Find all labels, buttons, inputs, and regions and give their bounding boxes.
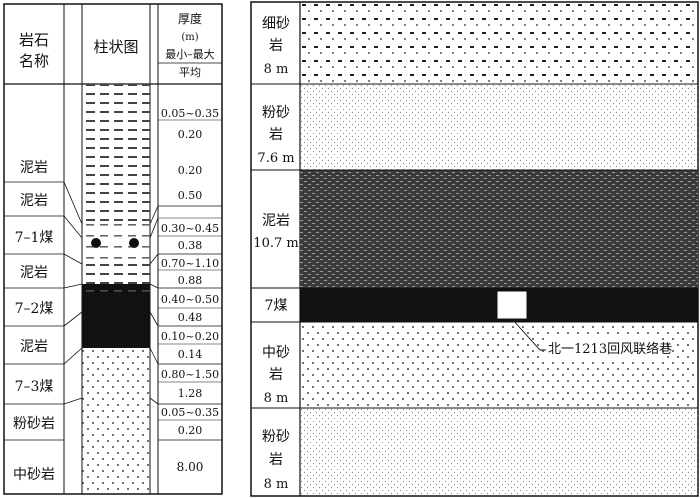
header-column: 柱状图	[93, 38, 138, 56]
header-rock-line2: 名称	[19, 52, 49, 70]
coal-nodule	[91, 238, 101, 248]
layer-label: 岩	[269, 38, 283, 54]
thickness-cells: 0.05~0.35 0.20 0.20 0.50 0.30~0.45 0.38 …	[158, 107, 222, 474]
rock-label: 泥岩	[20, 265, 48, 281]
thickness-range: 0.05~0.35	[161, 406, 219, 419]
layer-label: 泥岩	[262, 213, 290, 229]
thickness-range: 0.30~0.45	[161, 222, 219, 235]
left-connector-lines	[63, 181, 159, 405]
header-rock-line1: 岩石	[19, 31, 49, 49]
left-stratigraphic-table: 岩石 名称 柱状图 厚度 (m) 最小–最大 平均	[3, 3, 223, 495]
thickness-avg: 0.20	[178, 128, 203, 141]
right-section-view: 北一1213回风联络巷 细砂 岩 8 m 粉砂 岩 7.6 m 泥岩 10.7 …	[250, 1, 699, 497]
layer-label: 岩	[269, 367, 283, 383]
thickness-range: 0.70~1.10	[161, 257, 219, 270]
fine-sandstone-fill	[300, 2, 698, 84]
siltstone-upper-fill	[300, 84, 698, 170]
layer-label: 细砂	[262, 16, 290, 32]
rock-label: 泥岩	[20, 160, 48, 176]
header-thickness-line2: (m)	[181, 32, 198, 43]
medium-sandstone-fill	[82, 398, 150, 494]
mudstone-middle-fill	[82, 264, 150, 284]
layer-thickness: 8 m	[264, 62, 289, 77]
layer-label: 7煤	[265, 298, 288, 314]
rock-label: 7–1煤	[15, 230, 54, 246]
layer-label: 中砂	[262, 345, 290, 361]
coal-nodule	[129, 238, 139, 248]
thickness-range: 0.80~1.50	[161, 368, 219, 381]
right-layer-labels: 细砂 岩 8 m 粉砂 岩 7.6 m 泥岩 10.7 m 7煤 中砂 岩 8 …	[253, 16, 298, 492]
layer-thickness: 10.7 m	[253, 236, 298, 251]
rock-label: 中砂岩	[13, 467, 55, 483]
coal-7-3-fill	[82, 312, 150, 348]
medium-sandstone-fill	[300, 322, 698, 408]
layer-label: 粉砂	[262, 105, 290, 121]
layer-label: 岩	[269, 127, 283, 143]
thickness-range: 0.10~0.20	[161, 330, 219, 343]
layer-boundaries	[251, 83, 698, 409]
layer-label: 粉砂	[262, 429, 290, 445]
coal-7-2-fill	[82, 284, 150, 312]
thickness-avg: 0.20	[178, 164, 203, 177]
siltstone-fill	[82, 348, 150, 398]
layer-label: 岩	[269, 452, 283, 468]
layer-thickness: 8 m	[264, 477, 289, 492]
rock-label: 粉砂岩	[13, 416, 55, 432]
siltstone-lower-fill	[300, 408, 698, 496]
roadway-label: 北一1213回风联络巷	[548, 341, 672, 357]
mudstone-upper-fill	[82, 84, 150, 224]
thickness-avg: 0.50	[178, 189, 203, 202]
thickness-avg: 1.28	[178, 387, 203, 400]
roadway-leader-line	[511, 318, 548, 351]
header-thickness-line1: 厚度	[178, 11, 202, 26]
thickness-avg: 0.88	[178, 274, 203, 287]
rock-label: 泥岩	[20, 193, 48, 209]
thickness-avg: 0.14	[178, 348, 203, 361]
mudstone-fill	[300, 170, 698, 288]
header-thickness-line4: 平均	[179, 66, 201, 79]
thickness-avg: 0.48	[178, 311, 203, 324]
layer-thickness: 7.6 m	[257, 151, 294, 166]
thickness-range: 0.40~0.50	[161, 293, 219, 306]
thickness-avg: 0.20	[178, 424, 203, 437]
rock-label: 7–2煤	[15, 301, 54, 317]
thickness-avg: 8.00	[177, 460, 204, 474]
header-thickness-line3: 最小–最大	[165, 47, 215, 61]
rock-label: 7–3煤	[15, 379, 54, 395]
layer-thickness: 8 m	[264, 391, 289, 406]
thickness-range: 0.05~0.35	[161, 107, 219, 120]
roadway-opening	[496, 290, 528, 320]
rock-label: 泥岩	[20, 339, 48, 355]
thickness-avg: 0.38	[178, 239, 203, 252]
rock-label-cells: 泥岩 泥岩 7–1煤 泥岩 7–2煤 泥岩 7–3煤 粉砂岩 中砂岩	[4, 160, 64, 483]
lithology-column	[82, 84, 150, 494]
